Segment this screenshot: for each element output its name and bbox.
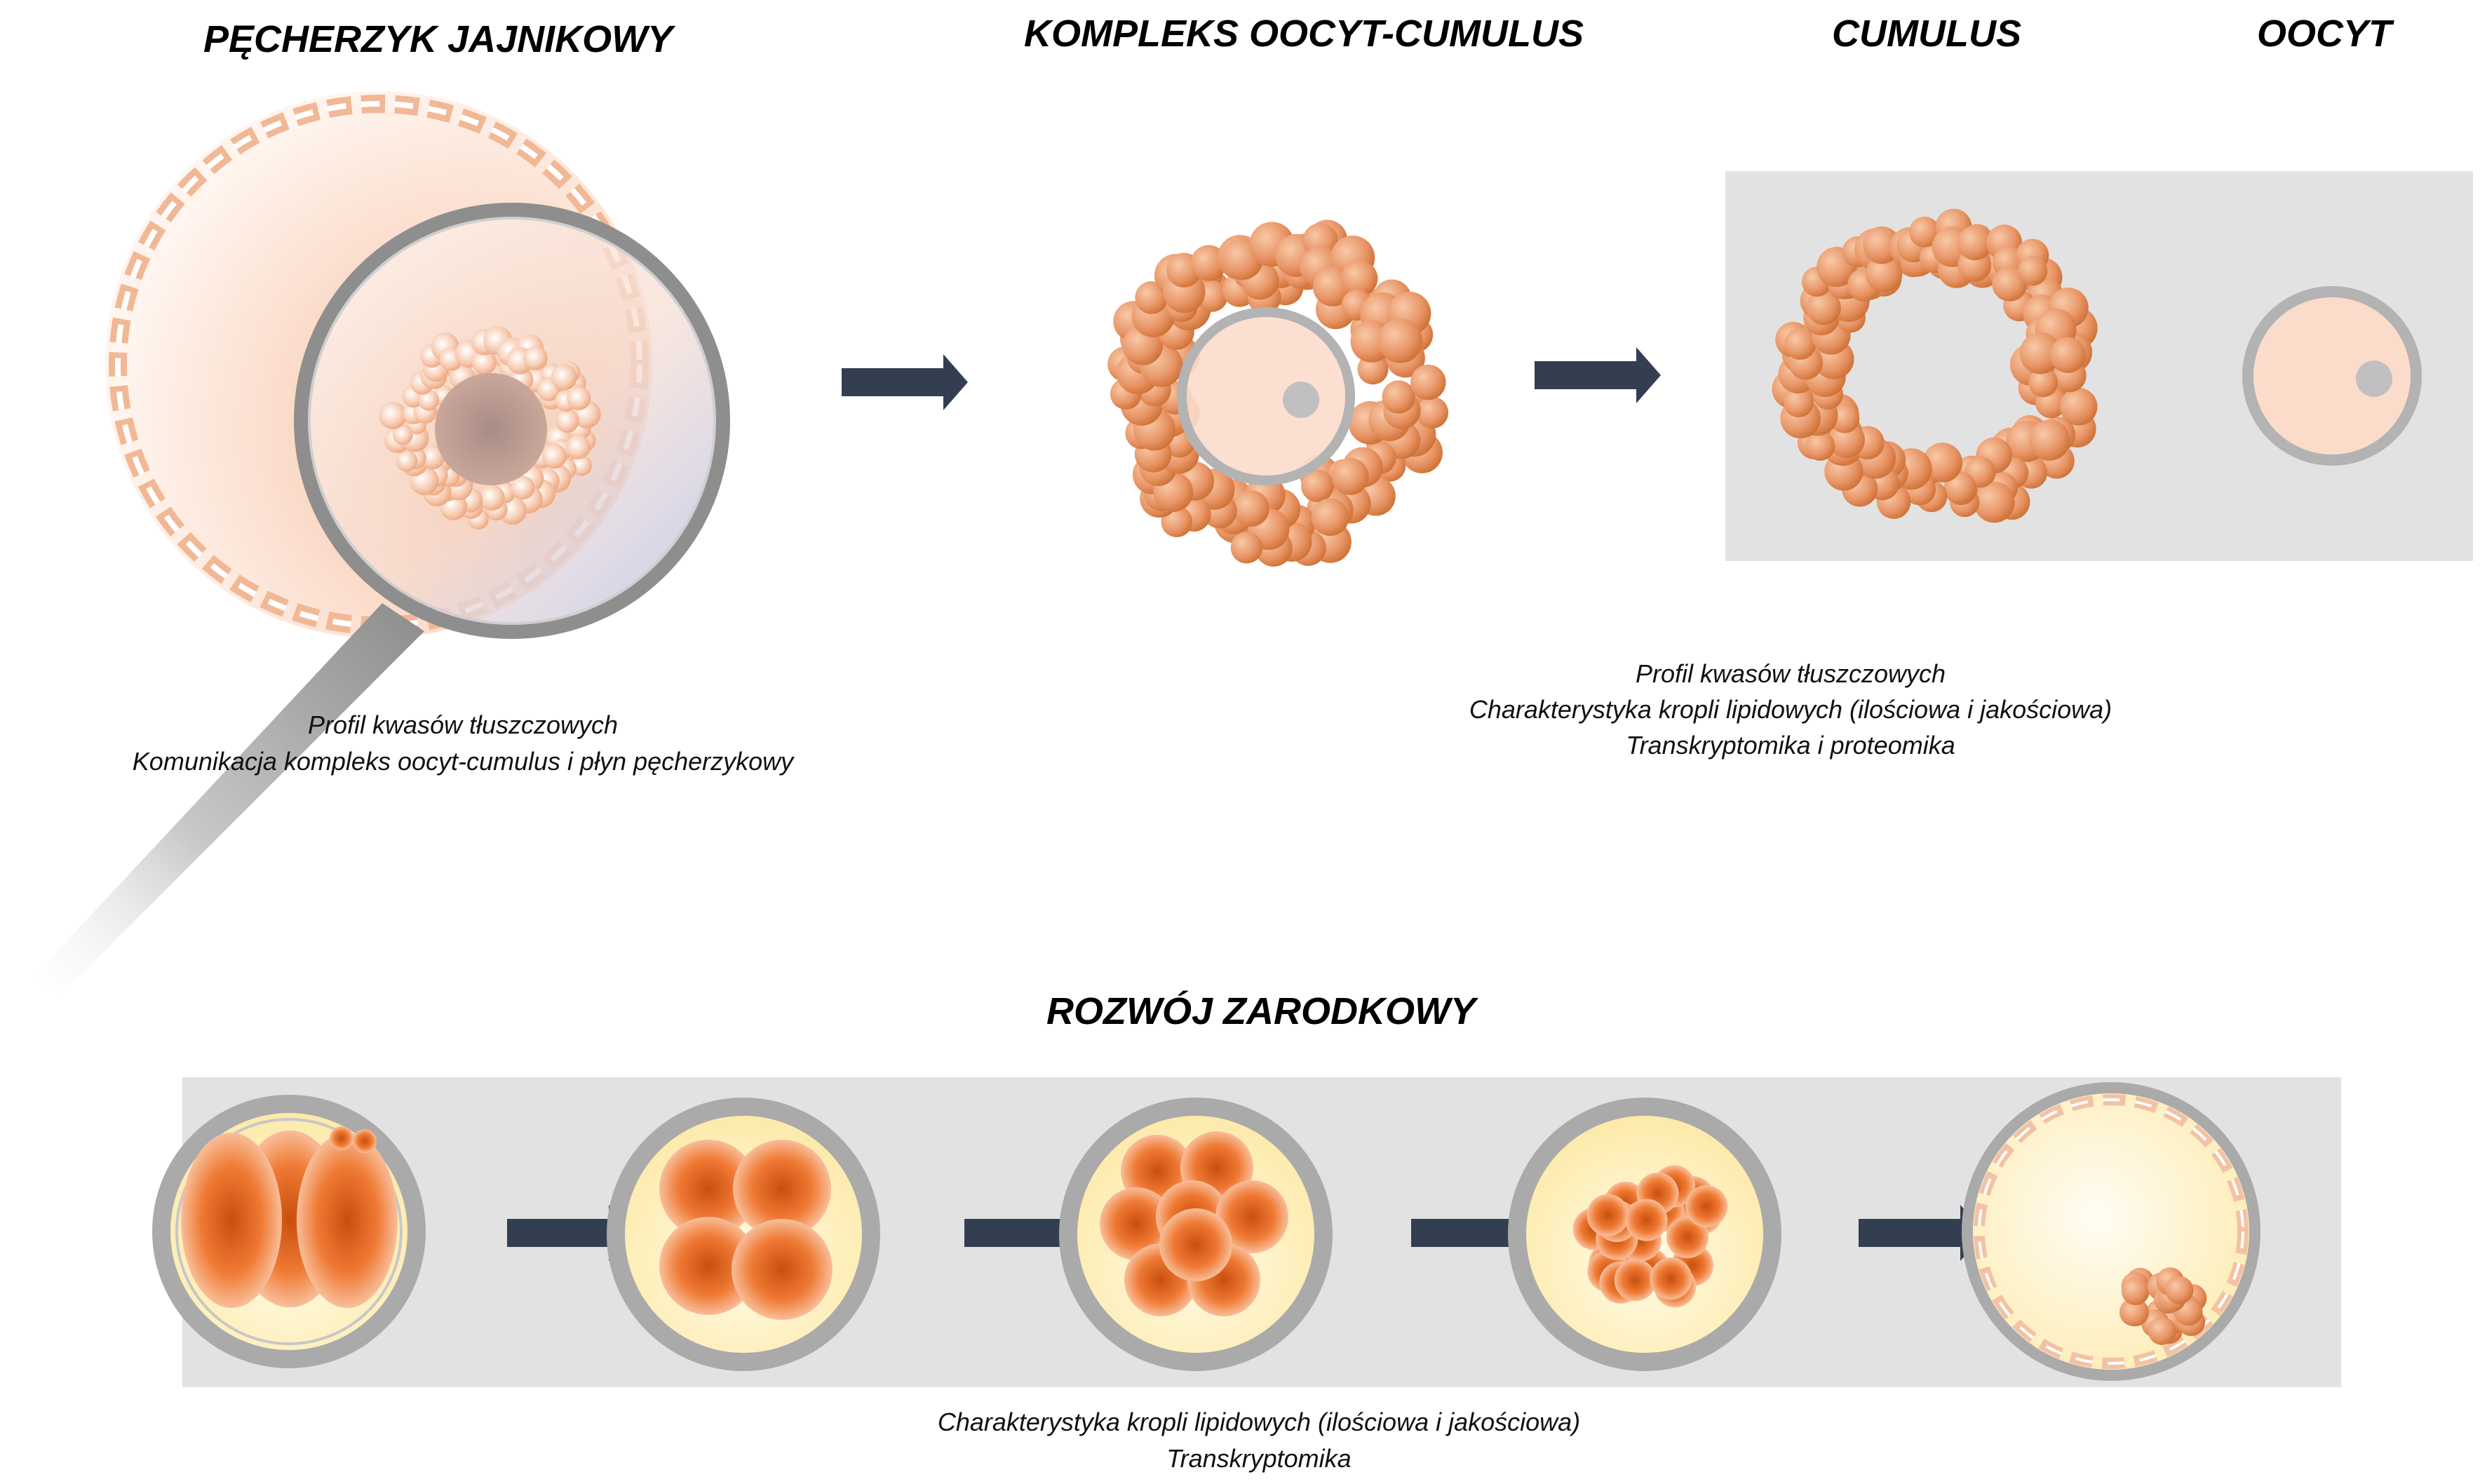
arrow-right-icon: [1859, 1205, 1985, 1261]
oocyte-core: [435, 373, 547, 485]
cumulus-cell: [1957, 225, 1993, 261]
cumulus-cell: [1806, 290, 1841, 325]
title-follicle: PĘCHERZYK JAJNIKOWY: [203, 18, 676, 60]
inner-cell-mass-cell: [2120, 1298, 2149, 1327]
title-cumulus: CUMULUS: [1832, 13, 2021, 55]
cumulus-cell: [1410, 364, 1446, 400]
caption-line: Charakterystyka kropli lipidowych (ilośc…: [1469, 695, 2112, 724]
magnifier-icon: [35, 203, 730, 996]
cumulus-cell: [379, 401, 407, 430]
caption-embryo: Charakterystyka kropli lipidowych (ilośc…: [938, 1408, 1580, 1473]
title-embryo: ROZWÓJ ZARODKOWY: [1046, 990, 1479, 1032]
cumulus-cell: [1783, 386, 1814, 418]
cumulus-cell: [392, 424, 413, 445]
cumulus-cell: [417, 389, 439, 411]
cumulus-cell: [555, 409, 579, 433]
cumulus-cell: [472, 349, 497, 375]
cumulus-cell: [523, 346, 548, 370]
cumulus-cell: [565, 434, 591, 459]
cumulus-cell: [1377, 318, 1423, 363]
caption-line: Transkryptomika i proteomika: [1626, 731, 1955, 760]
cumulus-cell: [2059, 388, 2098, 426]
cumulus-cell: [541, 443, 567, 469]
caption-line: Profil kwasów tłuszczowych: [1636, 659, 1946, 688]
blastomere: [1666, 1216, 1709, 1259]
blastomere: [1586, 1194, 1629, 1236]
cumulus-cell: [511, 475, 535, 500]
blastomere: [1100, 1187, 1173, 1260]
magnified-cumulus: [379, 326, 601, 530]
blastomere: [1685, 1185, 1728, 1228]
cumulus-cell: [2049, 337, 2086, 373]
embryo-4-cell: [607, 1098, 880, 1371]
cumulus-cell: [571, 455, 592, 476]
embryo-morula: [1508, 1098, 1781, 1371]
denuded-oocyte: [2242, 286, 2422, 466]
cumulus-cell: [567, 386, 591, 410]
cumulus-cell: [420, 445, 445, 470]
cumulus-cell: [1341, 260, 1378, 297]
caption-follicle: Profil kwasów tłuszczowych Komunikacja k…: [133, 710, 795, 776]
cumulus-cell: [2028, 419, 2070, 461]
arrow-right-icon: [1411, 1205, 1537, 1261]
embryo-2-cell: [152, 1095, 426, 1368]
caption-line: Komunikacja kompleks oocyt-cumulus i pły…: [133, 747, 795, 776]
cumulus-cell: [2017, 255, 2048, 286]
blastomere: [1614, 1259, 1657, 1302]
cumulus-cell: [1909, 216, 1940, 248]
blastomere: [1215, 1180, 1288, 1253]
cumulus-cells: [1772, 208, 2098, 523]
blastomere: [1159, 1208, 1232, 1281]
arrow-right-icon: [507, 1205, 633, 1261]
cumulus-cell: [1331, 457, 1369, 495]
cumulus-cell: [1416, 396, 1448, 429]
cumulus-cell: [1922, 443, 1962, 483]
cumulus-cell: [1301, 469, 1334, 502]
cumulus-cell: [1232, 490, 1269, 527]
oocyte-cumulus-complex: [1107, 220, 1448, 567]
blastomere: [1625, 1199, 1668, 1241]
cumulus-cell: [1230, 532, 1263, 564]
blastomere: [1650, 1257, 1692, 1300]
arrow-right-icon: [842, 354, 968, 410]
title-coc: KOMPLEKS OOCYT-CUMULUS: [1024, 13, 1584, 55]
cumulus-cell: [1805, 431, 1835, 461]
cumulus-cell: [396, 450, 418, 472]
cumulus-cell: [2019, 332, 2061, 375]
embryo-8-cell: [1059, 1098, 1333, 1371]
embryo-blastocyst: [1962, 1082, 2260, 1381]
cumulus-cell: [478, 485, 505, 511]
cumulus-cell: [1974, 481, 2015, 523]
inner-cell-mass-cell: [2121, 1276, 2150, 1305]
inner-cell-mass-cell: [2165, 1276, 2194, 1304]
arrow-right-icon: [964, 1205, 1091, 1261]
cumulus-cell: [1190, 245, 1227, 281]
cumulus-cell: [1382, 380, 1415, 414]
inner-cell-mass-cell: [2148, 1316, 2176, 1345]
cumulus-cell: [551, 364, 577, 391]
title-oocyte: OOCYT: [2257, 13, 2394, 55]
cumulus-cell: [2028, 367, 2058, 398]
caption-line: Charakterystyka kropli lipidowych (ilośc…: [938, 1408, 1580, 1436]
caption-line: Transkryptomika: [1166, 1444, 1351, 1473]
caption-line: Profil kwasów tłuszczowych: [308, 710, 618, 739]
cumulus-cell: [1784, 328, 1817, 360]
caption-cumulus-oocyte: Profil kwasów tłuszczowych Charakterysty…: [1469, 659, 2112, 760]
arrow-right-icon: [1535, 347, 1661, 403]
cumulus-cell: [1866, 255, 1903, 292]
cumulus-cell: [1311, 498, 1349, 537]
